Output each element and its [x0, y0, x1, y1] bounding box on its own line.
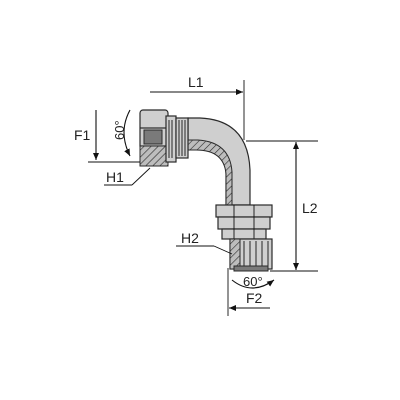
label-l2: L2: [302, 200, 318, 216]
leader-h2: H2: [176, 230, 233, 255]
leader-h1: H1: [104, 167, 151, 186]
label-f2: F2: [246, 290, 263, 306]
label-f1: F1: [74, 127, 91, 143]
bottom-male-thread: [229, 238, 273, 272]
dimension-f1: F1: [74, 110, 140, 163]
label-h1: H1: [106, 169, 124, 185]
dimension-l1: L1: [150, 74, 245, 140]
label-angle-bottom: 60°: [243, 274, 263, 289]
elbow-tube: [187, 117, 251, 206]
label-l1: L1: [188, 74, 204, 90]
elbow-fitting: [139, 109, 273, 272]
angle-bottom: 60°: [231, 274, 275, 289]
dimension-l2: L2: [246, 140, 318, 272]
label-h2: H2: [181, 230, 199, 246]
bottom-hex-nut: [215, 204, 273, 240]
dimension-f2: F2: [227, 268, 270, 316]
label-angle-top: 60°: [112, 120, 127, 140]
angle-top: 60°: [112, 109, 131, 157]
top-swivel-nut: [139, 109, 189, 167]
